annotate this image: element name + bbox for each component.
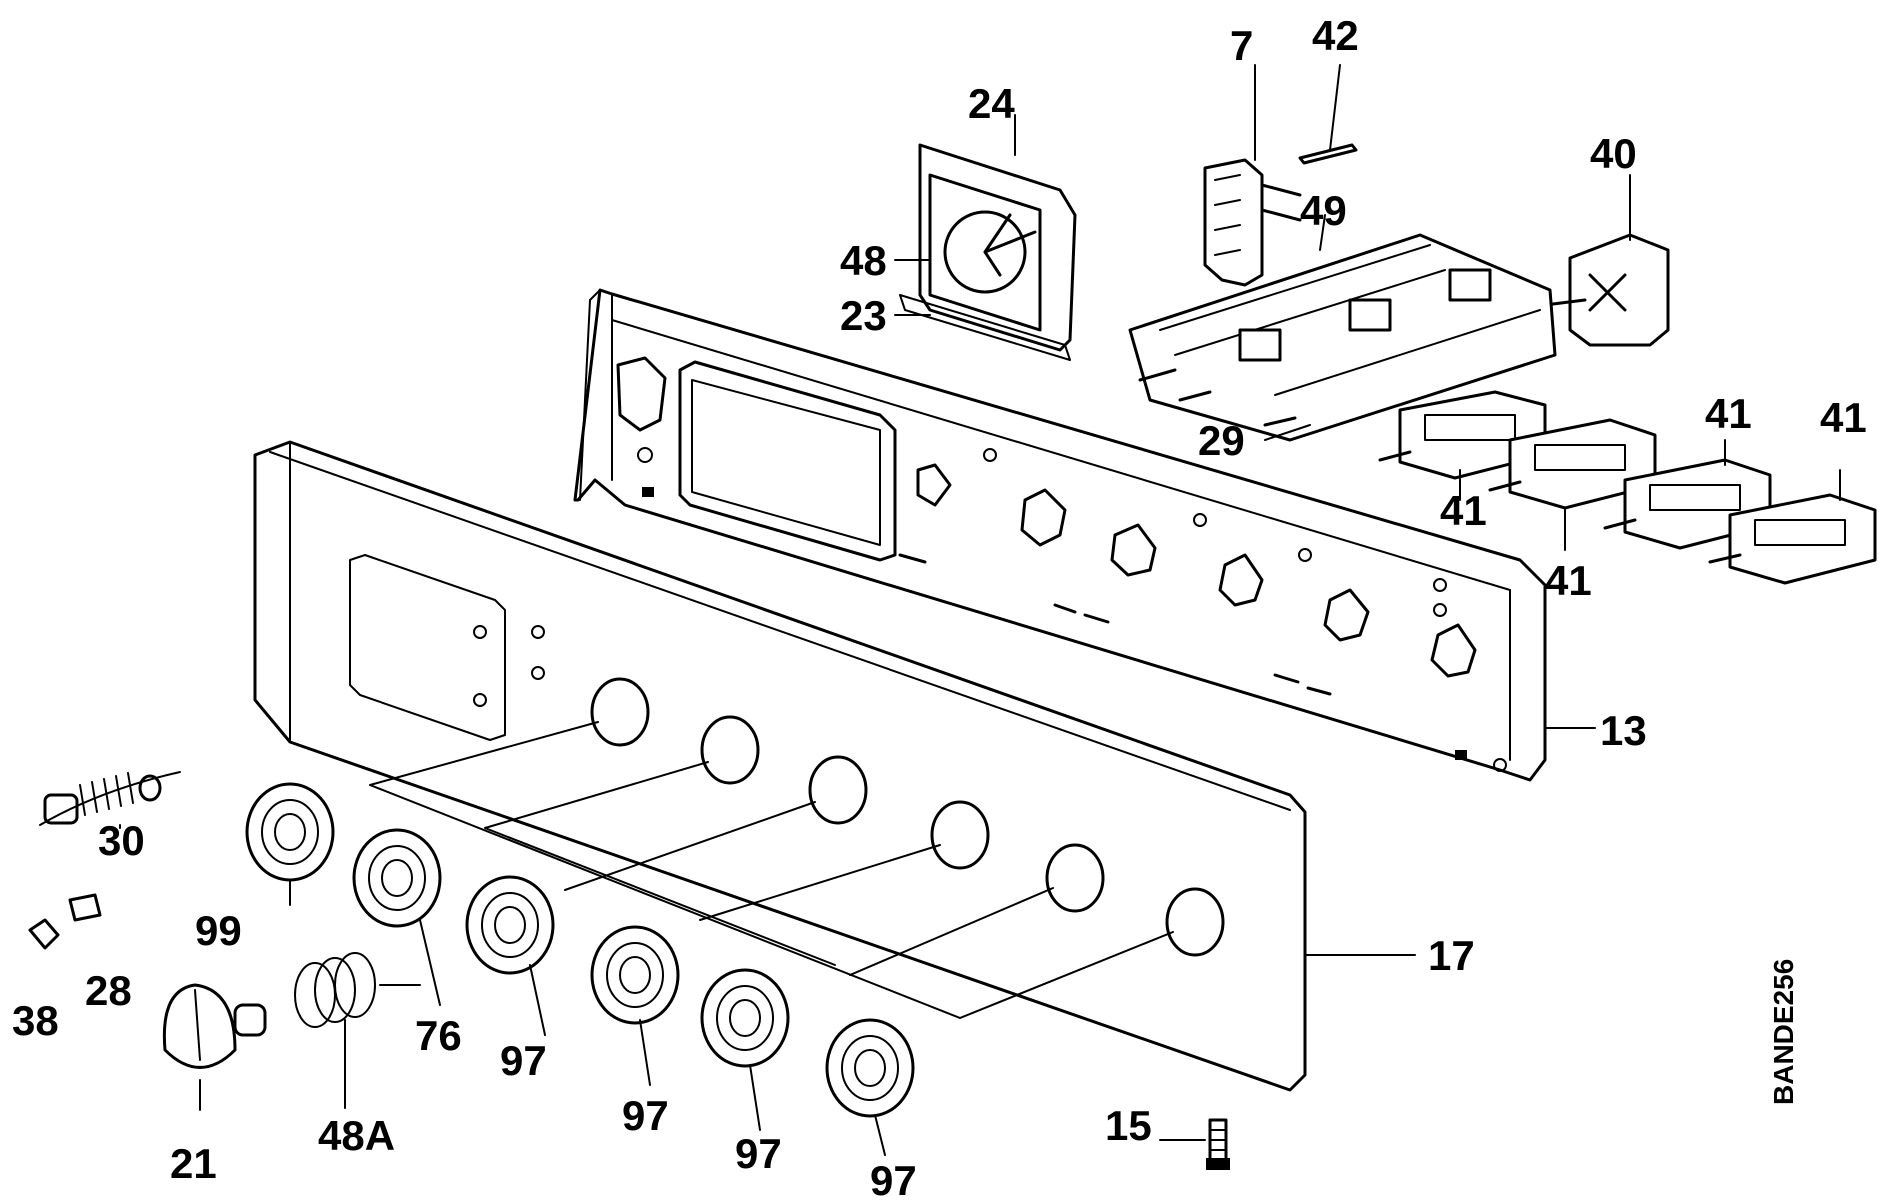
switch-block-7 <box>1203 158 1302 287</box>
screw-15 <box>1206 1118 1230 1170</box>
knob-ring-97-c <box>700 968 790 1068</box>
label-13: 13 <box>1600 707 1647 754</box>
label-42: 42 <box>1312 12 1359 59</box>
knob-rings <box>245 782 915 1118</box>
label-97-c: 97 <box>735 1130 782 1177</box>
label-23: 23 <box>840 292 887 339</box>
label-41-a: 41 <box>1440 487 1487 534</box>
diagram-reference-code: BANDE256 <box>1768 959 1799 1105</box>
label-24: 24 <box>968 80 1015 127</box>
label-99: 99 <box>195 907 242 954</box>
front-panel-17 <box>253 440 1307 1092</box>
label-48A: 48A <box>318 1112 395 1159</box>
label-28: 28 <box>85 967 132 1014</box>
switch-blocks-41 <box>1378 390 1877 585</box>
label-21: 21 <box>170 1140 217 1187</box>
label-97-d: 97 <box>870 1157 917 1204</box>
control-frame-13 <box>573 288 1547 782</box>
switch-block-41-d <box>1708 493 1877 585</box>
connector-42 <box>1298 143 1358 165</box>
alignment-lines <box>369 721 1174 1019</box>
label-30: 30 <box>98 817 145 864</box>
label-41-b: 41 <box>1545 557 1592 604</box>
label-40: 40 <box>1590 130 1637 177</box>
knob-21 <box>162 983 267 1069</box>
knob-ring-97-d <box>825 1018 915 1118</box>
label-15: 15 <box>1105 1102 1152 1149</box>
label-38: 38 <box>12 997 59 1044</box>
knob-ring-99 <box>245 782 335 882</box>
knob-ring-76 <box>352 828 442 928</box>
part-labels: 7 42 24 40 49 48 23 29 41 41 41 41 13 30… <box>12 12 1867 1204</box>
knob-ring-97-a <box>465 875 555 975</box>
gas-tap-assembly <box>1128 233 1557 442</box>
thermostat-40 <box>1543 233 1670 347</box>
label-17: 17 <box>1428 932 1475 979</box>
label-29: 29 <box>1198 417 1245 464</box>
part-28 <box>68 893 102 922</box>
label-41-d: 41 <box>1820 394 1867 441</box>
label-49: 49 <box>1300 187 1347 234</box>
label-97-b: 97 <box>622 1092 669 1139</box>
clock-assembly <box>899 143 1077 361</box>
label-97-a: 97 <box>500 1037 547 1084</box>
leader-lines <box>119 64 1841 1156</box>
label-41-c: 41 <box>1705 390 1752 437</box>
spring-assembly-30 <box>39 771 181 826</box>
seal-rings-48A <box>294 952 421 1028</box>
label-48: 48 <box>840 237 887 284</box>
label-7: 7 <box>1230 22 1253 69</box>
label-76: 76 <box>415 1012 462 1059</box>
part-38 <box>28 918 60 950</box>
knob-ring-97-b <box>590 925 680 1025</box>
